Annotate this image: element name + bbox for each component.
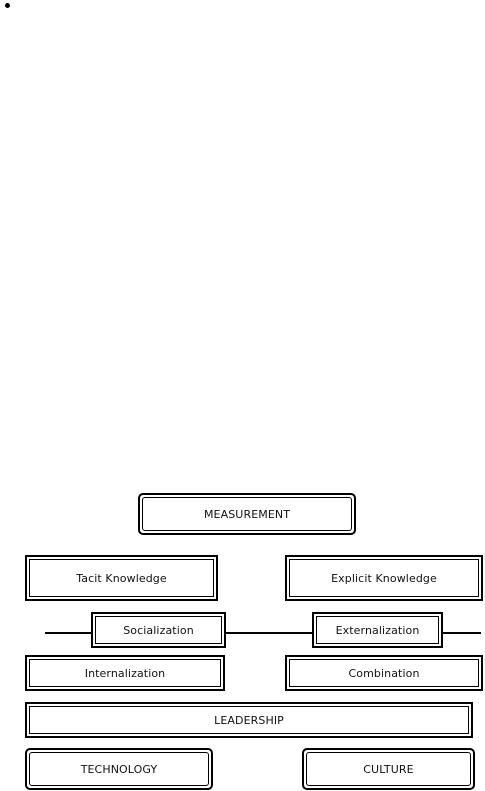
connector-line (45, 632, 481, 634)
measurement-box: MEASUREMENT (138, 493, 356, 535)
combination-box: Combination (285, 655, 483, 691)
culture-box: CULTURE (302, 748, 475, 790)
internalization-label: Internalization (29, 659, 221, 687)
culture-label: CULTURE (306, 752, 471, 786)
combination-label: Combination (289, 659, 479, 687)
socialization-box: Socialization (91, 612, 226, 648)
socialization-label: Socialization (95, 616, 222, 644)
technology-label: TECHNOLOGY (29, 752, 209, 786)
tacit-knowledge-label: Tacit Knowledge (29, 559, 214, 597)
internalization-box: Internalization (25, 655, 225, 691)
explicit-knowledge-label: Explicit Knowledge (289, 559, 479, 597)
measurement-label: MEASUREMENT (142, 497, 352, 531)
leadership-label: LEADERSHIP (29, 706, 469, 734)
tacit-knowledge-box: Tacit Knowledge (25, 555, 218, 601)
externalization-label: Externalization (316, 616, 439, 644)
externalization-box: Externalization (312, 612, 443, 648)
bullet-marker (5, 3, 10, 8)
technology-box: TECHNOLOGY (25, 748, 213, 790)
explicit-knowledge-box: Explicit Knowledge (285, 555, 483, 601)
leadership-box: LEADERSHIP (25, 702, 473, 738)
